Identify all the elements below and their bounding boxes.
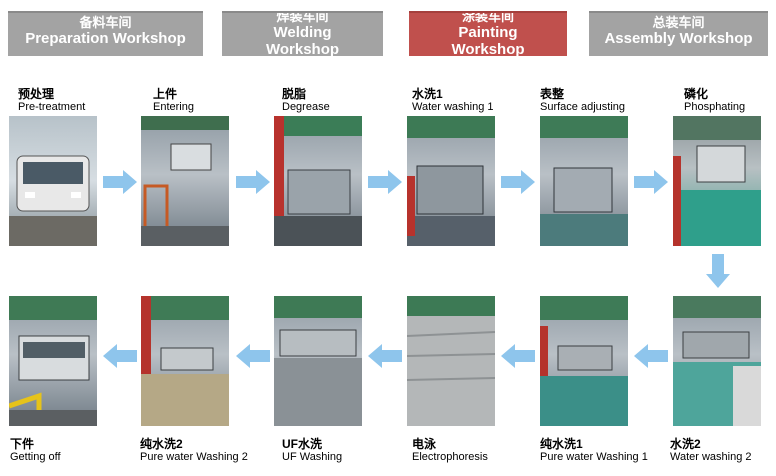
step-en: Pure water Washing 1	[540, 451, 648, 463]
photo-pure-water-washing-2	[141, 296, 229, 426]
photo-uf-washing	[274, 296, 362, 426]
step-label-electrophoresis: 电泳 Electrophoresis	[412, 437, 552, 464]
photo-entering	[141, 116, 229, 246]
step-en: Entering	[153, 101, 194, 113]
step-label-getting-off: 下件 Getting off	[10, 437, 150, 464]
step-label-entering: 上件 Entering	[153, 87, 293, 114]
step-zh: 脱脂	[282, 87, 307, 101]
arrow-right-icon	[634, 170, 668, 194]
step-zh: 下件	[10, 437, 35, 451]
step-en: Getting off	[10, 451, 61, 463]
step-en: Pre-treatment	[18, 101, 86, 113]
photo-electrophoresis	[407, 296, 495, 426]
step-label-uf-washing: UF水洗 UF Washing	[282, 437, 422, 464]
tab-zh-label: 备料车间	[79, 15, 132, 30]
step-en: Degrease	[282, 101, 330, 113]
step-zh: 上件	[153, 87, 178, 101]
arrow-down-icon	[706, 254, 730, 288]
step-en: Water washing 2	[670, 451, 752, 463]
arrow-right-icon	[236, 170, 270, 194]
step-zh: 水洗1	[412, 87, 443, 101]
photo-surface-adjusting	[540, 116, 628, 246]
tab-zh-label: 焊装车间	[276, 11, 329, 24]
step-label-pure-water-washing-1: 纯水洗1 Pure water Washing 1	[540, 437, 680, 464]
step-label-water-washing-2: 水洗2 Water washing 2	[670, 437, 774, 464]
photo-pretreatment	[9, 116, 97, 246]
step-label-pretreatment: 预处理 Pre-treatment	[18, 87, 158, 114]
step-label-pure-water-washing-2: 纯水洗2 Pure water Washing 2	[140, 437, 280, 464]
step-zh: 预处理	[18, 87, 55, 101]
step-en: Phosphating	[684, 101, 746, 113]
photo-phosphating	[673, 116, 761, 246]
tab-en-label: Assembly Workshop	[604, 30, 753, 47]
step-zh: 纯水洗1	[540, 437, 583, 451]
step-zh: UF水洗	[282, 437, 322, 451]
arrow-left-icon	[368, 344, 402, 368]
tab-preparation-workshop: 备料车间 Preparation Workshop	[8, 11, 203, 56]
tab-welding-workshop: 焊装车间 Welding Workshop	[222, 11, 383, 56]
arrow-left-icon	[236, 344, 270, 368]
step-label-surface-adjusting: 表整 Surface adjusting	[540, 87, 680, 114]
tab-en-label: Preparation Workshop	[25, 30, 186, 47]
photo-water-washing-1	[407, 116, 495, 246]
step-en: Water washing 1	[412, 101, 494, 113]
arrow-right-icon	[368, 170, 402, 194]
tab-en-label: Welding Workshop	[265, 24, 340, 56]
step-label-degrease: 脱脂 Degrease	[282, 87, 422, 114]
step-zh: 磷化	[684, 87, 709, 101]
step-en: Surface adjusting	[540, 101, 625, 113]
tab-zh-label: 总装车间	[652, 15, 705, 30]
tab-zh-label: 涂装车间	[461, 11, 514, 24]
tab-assembly-workshop: 总装车间 Assembly Workshop	[589, 11, 768, 56]
arrow-left-icon	[634, 344, 668, 368]
step-en: Pure water Washing 2	[140, 451, 248, 463]
arrow-left-icon	[501, 344, 535, 368]
step-zh: 纯水洗2	[140, 437, 183, 451]
step-zh: 电泳	[412, 437, 437, 451]
step-en: UF Washing	[282, 451, 343, 463]
arrow-right-icon	[103, 170, 137, 194]
step-en: Electrophoresis	[412, 451, 488, 463]
step-zh: 表整	[540, 87, 565, 101]
step-label-phosphating: 磷化 Phosphating	[684, 87, 774, 114]
photo-water-washing-2	[673, 296, 761, 426]
photo-getting-off	[9, 296, 97, 426]
step-label-water-washing-1: 水洗1 Water washing 1	[412, 87, 552, 114]
tab-en-label: Painting Workshop	[451, 24, 525, 56]
tab-painting-workshop: 涂装车间 Painting Workshop	[409, 11, 567, 56]
arrow-right-icon	[501, 170, 535, 194]
arrow-left-icon	[103, 344, 137, 368]
step-zh: 水洗2	[670, 437, 701, 451]
photo-pure-water-washing-1	[540, 296, 628, 426]
photo-degrease	[274, 116, 362, 246]
